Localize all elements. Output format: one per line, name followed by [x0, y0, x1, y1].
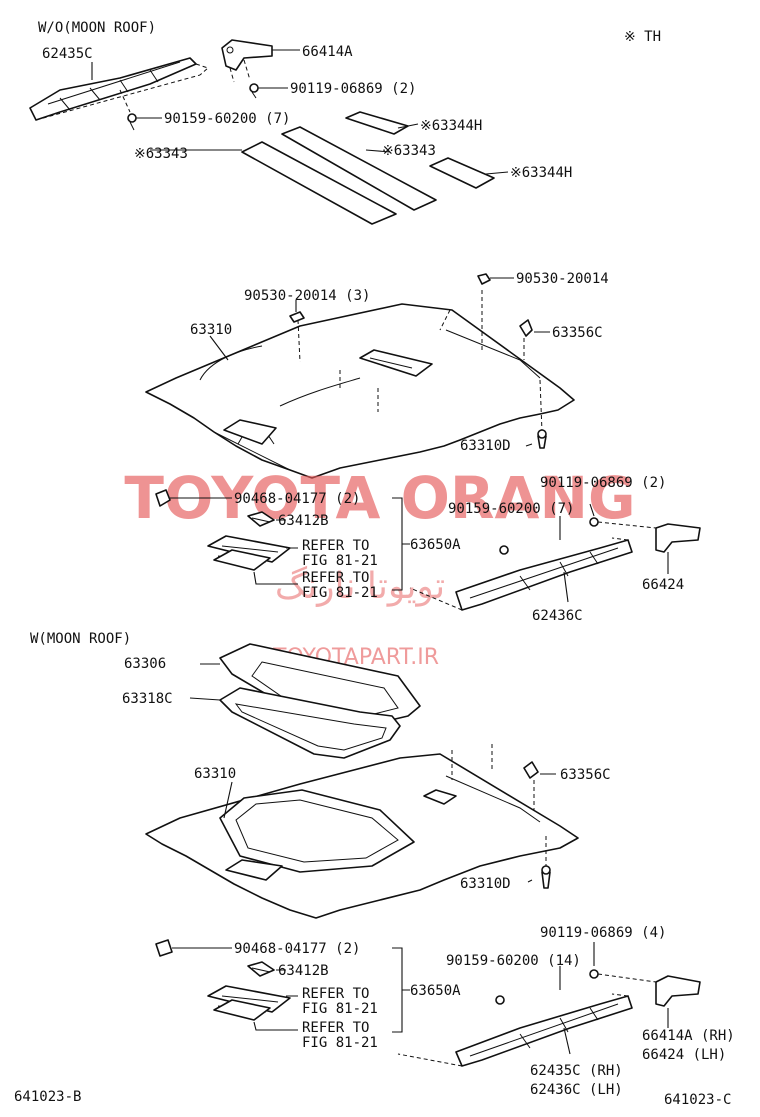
- label-90159-7-mid: 90159-60200 (7): [448, 501, 574, 517]
- label-63650a-bottom: 63650A: [410, 983, 461, 999]
- label-63412b-bottom: 63412B: [278, 963, 329, 979]
- label-63310-bottom: 63310: [194, 766, 236, 782]
- label-63412b-top: 63412B: [278, 513, 329, 529]
- headliner-63310-top: [145, 290, 575, 479]
- bracket-66414a: [221, 39, 273, 83]
- label-90119-2: 90119-06869 (2): [290, 81, 416, 97]
- label-62436c-mid: 62436C: [532, 608, 583, 624]
- label-63318c: 63318C: [122, 691, 173, 707]
- label-90468-top: 90468-04177 (2): [234, 491, 360, 507]
- label-90159-14: 90159-60200 (14): [446, 953, 581, 969]
- footer-code-right: 641023-C: [664, 1092, 731, 1108]
- label-refer-2-top: REFER TO: [302, 570, 369, 586]
- label-66424-lh: 66424 (LH): [642, 1047, 726, 1063]
- label-66424-mid: 66424: [642, 577, 684, 593]
- retainer-63310d-bottom: [541, 865, 551, 889]
- roof-rail-62435c: [29, 57, 209, 121]
- pad-63344h-b: [429, 157, 495, 189]
- label-90530-20014-3: 90530-20014 (3): [244, 288, 370, 304]
- holder-63356c-top: [519, 319, 533, 337]
- label-63310-top: 63310: [190, 322, 232, 338]
- roof-rail-62436c: [409, 537, 633, 611]
- headliner-63310-bottom: [145, 744, 579, 919]
- th-note: ※ TH: [624, 29, 661, 45]
- retainer-63310d-top: [537, 429, 547, 449]
- screw-90119-mid: [589, 517, 657, 529]
- pad-63343-a: [241, 141, 397, 225]
- label-63344h-b: ※63344H: [510, 165, 572, 181]
- plug-90468-bottom: [155, 939, 173, 957]
- pad-63344h-a: [345, 111, 409, 135]
- label-fig-2-top: FIG 81-21: [302, 585, 378, 601]
- plug-90468-top: [155, 489, 171, 507]
- screw-90159-bottom: [495, 995, 505, 1005]
- visor-holder-63412b-top: [247, 511, 275, 527]
- holder-63356c-bottom: [523, 761, 539, 779]
- bracket-66424-mid: [655, 523, 701, 553]
- variant-bottom-label: W(MOON ROOF): [30, 631, 131, 647]
- label-refer-2-bottom: REFER TO: [302, 1020, 369, 1036]
- label-fig-2-bottom: FIG 81-21: [302, 1035, 378, 1051]
- label-refer-1-bottom: REFER TO: [302, 986, 369, 1002]
- label-62436c-lh: 62436C (LH): [530, 1082, 623, 1098]
- label-62435c: 62435C: [42, 46, 93, 62]
- roof-rail-62435c-62436c-bottom: [397, 993, 633, 1067]
- label-90468-bottom: 90468-04177 (2): [234, 941, 360, 957]
- label-fig-1-bottom: FIG 81-21: [302, 1001, 378, 1017]
- seal-63318c: [219, 687, 401, 759]
- label-63310d-bottom: 63310D: [460, 876, 511, 892]
- label-refer-1-top: REFER TO: [302, 538, 369, 554]
- variant-top-label: W/O(MOON ROOF): [38, 20, 156, 36]
- bracket-66414a-66424-bottom: [655, 975, 701, 1007]
- label-63356c-top: 63356C: [552, 325, 603, 341]
- label-90159-7: 90159-60200 (7): [164, 111, 290, 127]
- screw-90159-top: [119, 89, 137, 131]
- watermark-persian: تویوتا نارنگ: [275, 565, 445, 607]
- clip-90530-top-right: [477, 273, 491, 285]
- map-lamp-bottom: [207, 985, 291, 1021]
- pad-63343-b: [281, 126, 437, 211]
- label-fig-1-top: FIG 81-21: [302, 553, 378, 569]
- label-63310d-top: 63310D: [460, 438, 511, 454]
- label-90119-2-mid: 90119-06869 (2): [540, 475, 666, 491]
- footer-code-left: 641023-B: [14, 1089, 81, 1105]
- label-63344h-a: ※63344H: [420, 118, 482, 134]
- label-63343-b: ※63343: [382, 143, 436, 159]
- label-63356c-bottom: 63356C: [560, 767, 611, 783]
- visor-holder-63412b-bottom: [247, 961, 275, 977]
- label-66414a: 66414A: [302, 44, 353, 60]
- screw-90119-bottom: [589, 969, 657, 983]
- label-63343-a: ※63343: [134, 146, 188, 162]
- screw-90119-top: [249, 83, 259, 99]
- label-90119-4: 90119-06869 (4): [540, 925, 666, 941]
- label-62435c-rh: 62435C (RH): [530, 1063, 623, 1079]
- label-90530-20014: 90530-20014: [516, 271, 609, 287]
- label-63306: 63306: [124, 656, 166, 672]
- map-lamp-top: [207, 535, 291, 571]
- clip-90530-left: [289, 311, 305, 323]
- screw-90159-mid: [499, 545, 509, 555]
- label-63650a-top: 63650A: [410, 537, 461, 553]
- label-66414a-rh: 66414A (RH): [642, 1028, 735, 1044]
